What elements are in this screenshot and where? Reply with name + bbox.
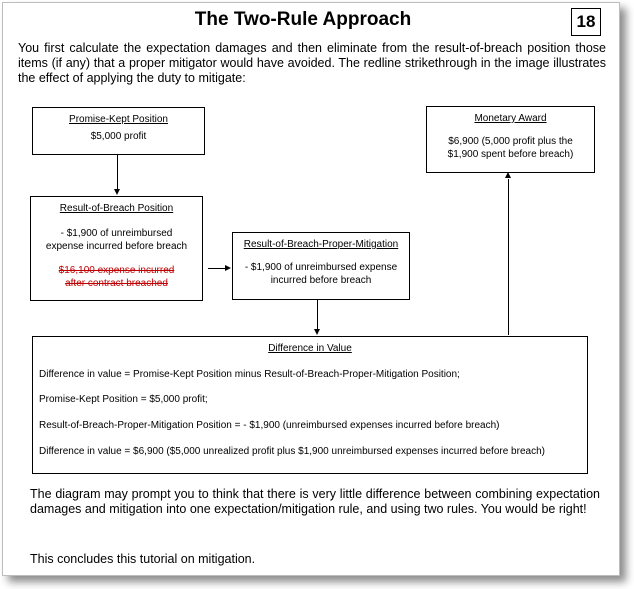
monetary-award-box: Monetary Award $6,900 (5,000 profit plus… — [426, 106, 595, 173]
proper-mitigation-heading: Result-of-Breach-Proper-Mitigation — [243, 239, 399, 250]
connector-line — [317, 299, 318, 330]
promise-kept-box: Promise-Kept Position $5,000 profit — [32, 107, 205, 155]
difference-line: Difference in value = Promise-Kept Posit… — [39, 369, 460, 380]
difference-line: Difference in value = $6,900 ($5,000 unr… — [39, 446, 545, 457]
arrow-head-down — [314, 329, 320, 335]
slide: The Two-Rule Approach 18 You first calcu… — [2, 2, 620, 576]
result-of-breach-struck: $16,100 expense incurred after contract … — [58, 265, 175, 289]
monetary-award-body: $6,900 (5,000 profit plus the $1,900 spe… — [447, 136, 574, 160]
connector-line — [208, 268, 226, 269]
monetary-award-heading: Monetary Award — [474, 113, 547, 124]
arrow-head-up — [505, 172, 511, 178]
result-of-breach-box: Result-of-Breach Position - $1,900 of un… — [30, 196, 203, 301]
difference-line: Promise-Kept Position = $5,000 profit; — [39, 394, 208, 405]
promise-kept-body: $5,000 profit — [90, 131, 147, 142]
arrow-head-down — [114, 189, 120, 195]
connector-line — [117, 154, 118, 190]
conclusion-paragraph: The diagram may prompt you to think that… — [30, 487, 600, 516]
difference-line: Result-of-Breach-Proper-Mitigation Posit… — [39, 420, 500, 431]
difference-in-value-box: Difference in Value Difference in value … — [32, 336, 588, 474]
intro-paragraph: You first calculate the expectation dama… — [18, 41, 606, 85]
proper-mitigation-body: - $1,900 of unreimbursed expense incurre… — [244, 262, 398, 286]
proper-mitigation-box: Result-of-Breach-Proper-Mitigation - $1,… — [232, 232, 410, 300]
closing-line: This concludes this tutorial on mitigati… — [30, 552, 256, 566]
result-of-breach-body: - $1,900 of unreimbursed expense incurre… — [45, 228, 188, 252]
difference-heading: Difference in Value — [268, 343, 352, 354]
page-number-badge: 18 — [571, 8, 601, 36]
connector-line — [508, 179, 509, 335]
page-title: The Two-Rule Approach — [194, 9, 412, 30]
result-of-breach-heading: Result-of-Breach Position — [59, 203, 174, 214]
promise-kept-heading: Promise-Kept Position — [69, 114, 168, 125]
arrow-head-right — [225, 265, 231, 271]
